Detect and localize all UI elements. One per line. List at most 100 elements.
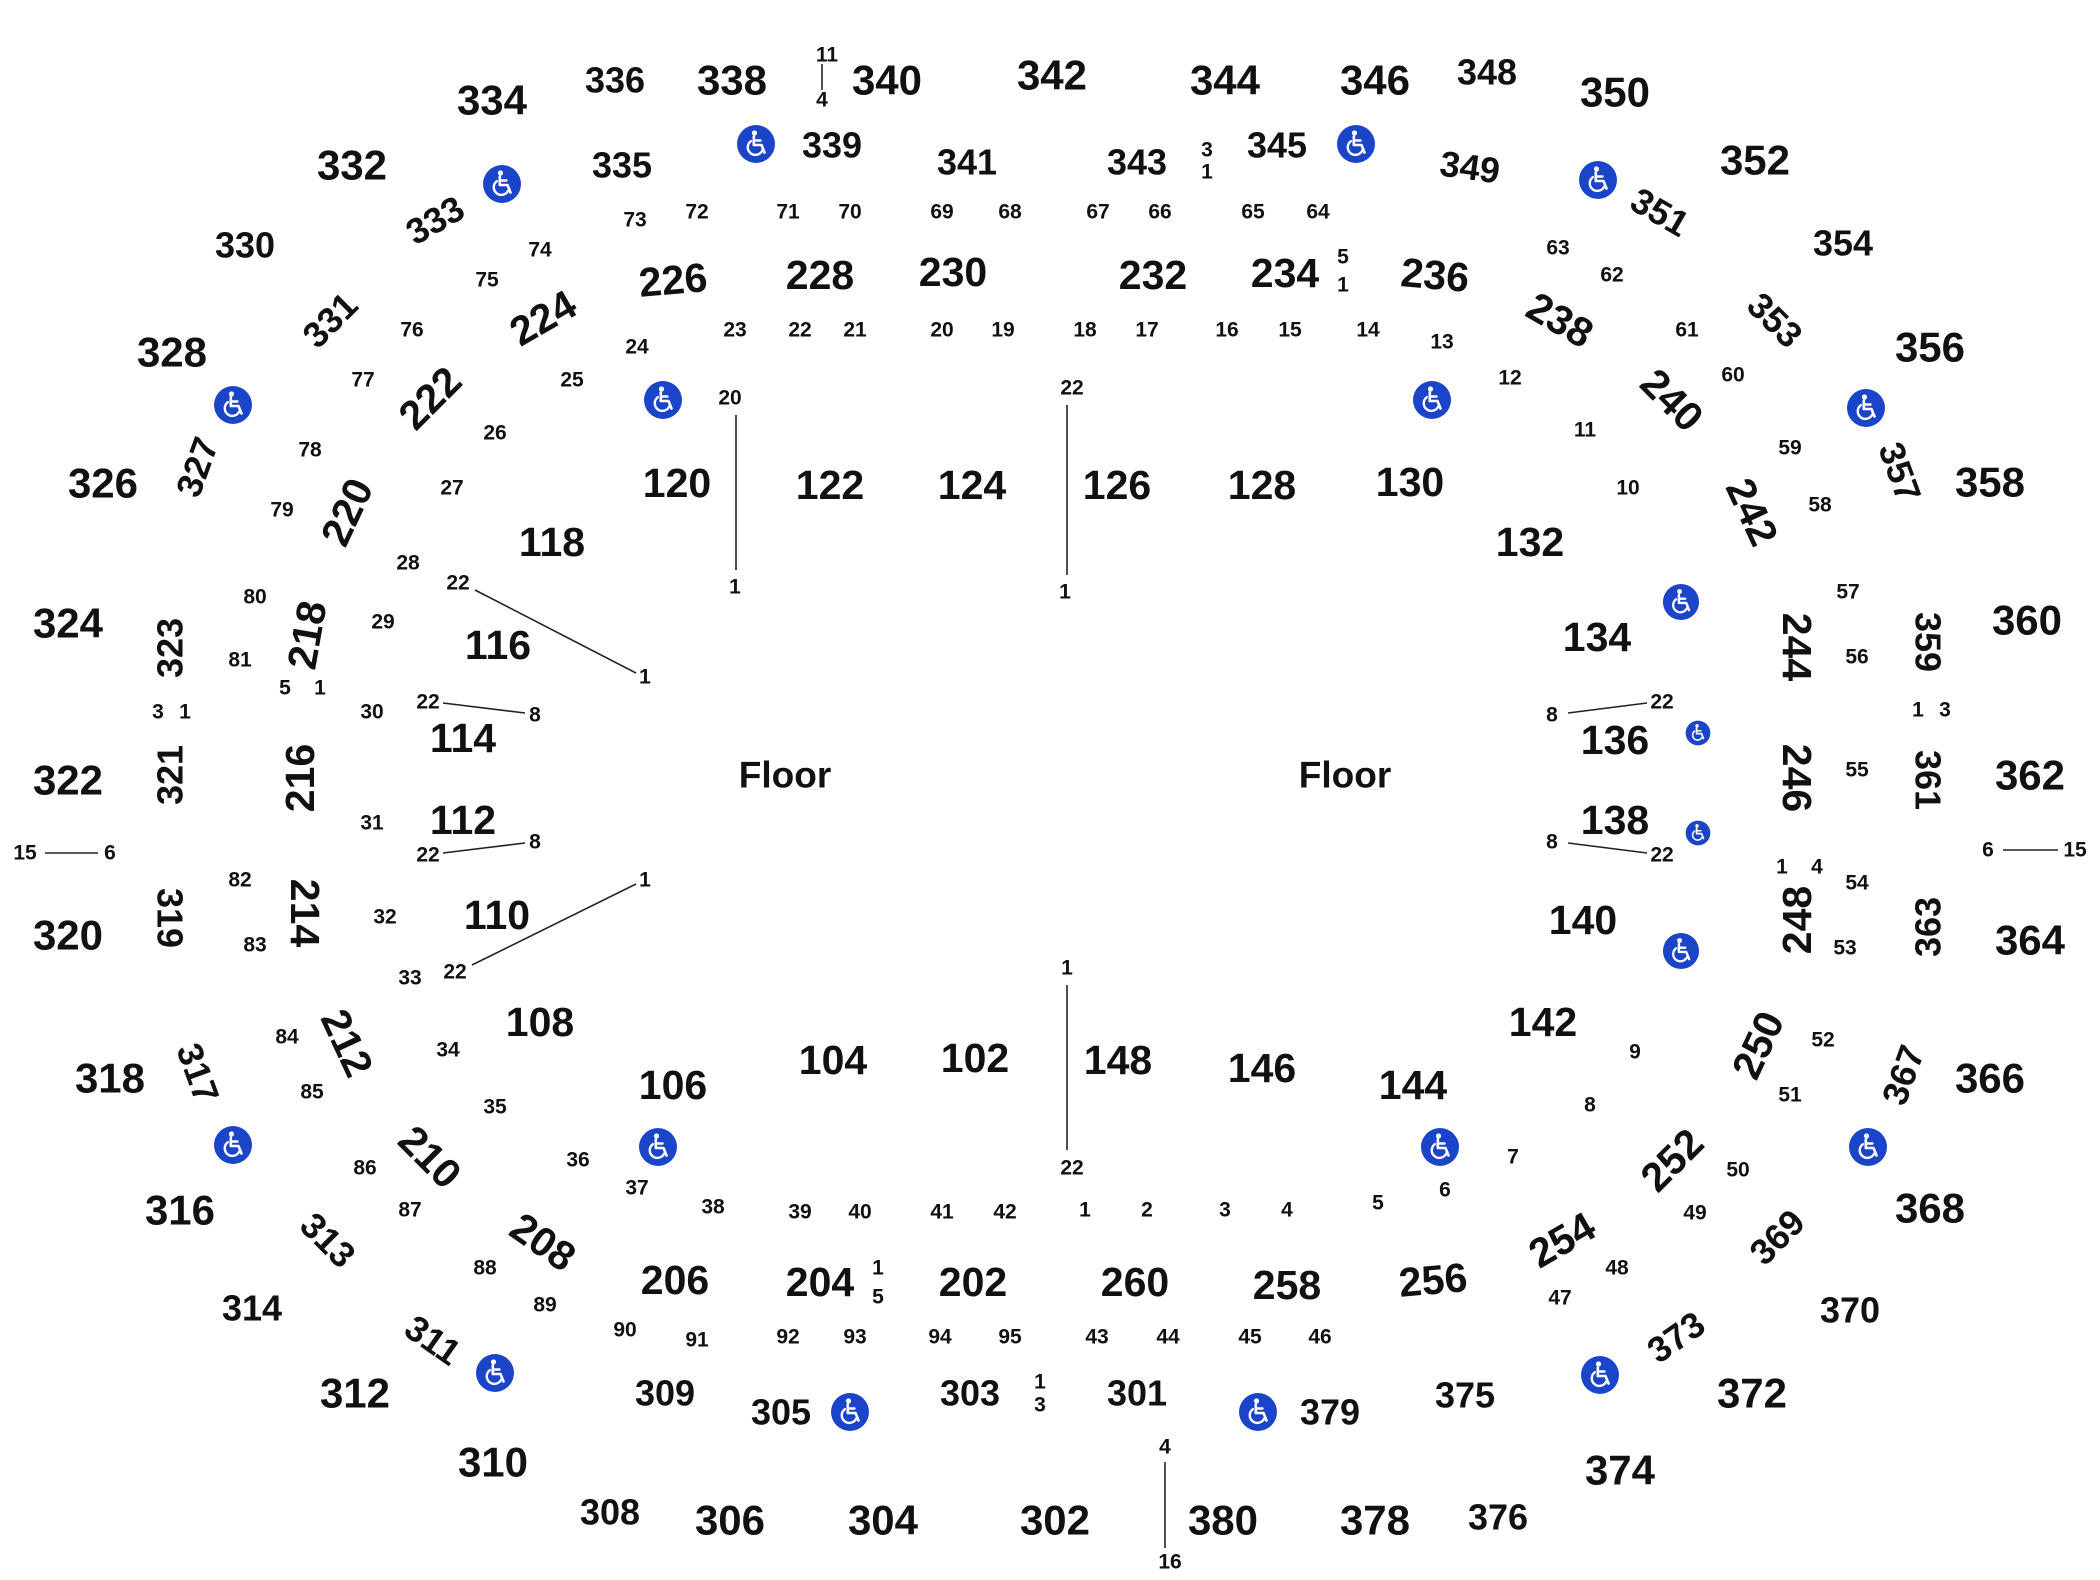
section-333[interactable]: 333: [399, 187, 472, 253]
section-246[interactable]: 246: [1774, 744, 1820, 812]
section-250[interactable]: 250: [1723, 1004, 1794, 1085]
section-363[interactable]: 363: [1908, 897, 1949, 957]
section-342[interactable]: 342: [1017, 52, 1087, 99]
section-358[interactable]: 358: [1955, 459, 2025, 506]
section-252[interactable]: 252: [1632, 1120, 1713, 1201]
section-138[interactable]: 138: [1581, 797, 1649, 843]
section-336[interactable]: 336: [585, 60, 645, 101]
section-124[interactable]: 124: [938, 462, 1007, 508]
section-302[interactable]: 302: [1020, 1497, 1090, 1544]
section-326[interactable]: 326: [68, 460, 138, 507]
section-128[interactable]: 128: [1228, 462, 1296, 508]
section-370[interactable]: 370: [1820, 1290, 1880, 1331]
section-216[interactable]: 216: [277, 744, 323, 812]
section-364[interactable]: 364: [1995, 917, 2066, 964]
section-220[interactable]: 220: [312, 471, 383, 552]
section-202[interactable]: 202: [939, 1259, 1007, 1305]
section-301[interactable]: 301: [1107, 1373, 1167, 1414]
section-379[interactable]: 379: [1300, 1392, 1360, 1433]
section-146[interactable]: 146: [1228, 1045, 1296, 1091]
section-335[interactable]: 335: [592, 145, 652, 186]
section-114[interactable]: 114: [430, 715, 496, 761]
section-228[interactable]: 228: [786, 252, 854, 298]
section-210[interactable]: 210: [390, 1117, 471, 1198]
section-359[interactable]: 359: [1908, 612, 1949, 672]
section-236[interactable]: 236: [1399, 249, 1471, 301]
section-341[interactable]: 341: [937, 142, 997, 183]
section-132[interactable]: 132: [1496, 519, 1564, 565]
section-212[interactable]: 212: [312, 1002, 383, 1083]
section-204[interactable]: 204: [786, 1259, 855, 1305]
section-306[interactable]: 306: [695, 1497, 765, 1544]
section-373[interactable]: 373: [1640, 1303, 1713, 1371]
section-344[interactable]: 344: [1190, 57, 1261, 104]
section-214[interactable]: 214: [282, 879, 328, 948]
section-122[interactable]: 122: [796, 462, 864, 508]
section-350[interactable]: 350: [1580, 69, 1650, 116]
section-304[interactable]: 304: [848, 1497, 919, 1544]
section-305[interactable]: 305: [751, 1392, 811, 1433]
section-320[interactable]: 320: [33, 912, 103, 959]
section-208[interactable]: 208: [502, 1204, 584, 1281]
section-353[interactable]: 353: [1739, 284, 1810, 355]
section-140[interactable]: 140: [1549, 897, 1617, 943]
section-328[interactable]: 328: [137, 329, 207, 376]
section-240[interactable]: 240: [1632, 360, 1713, 441]
section-345[interactable]: 345: [1247, 125, 1307, 166]
section-118[interactable]: 118: [519, 519, 585, 565]
section-357[interactable]: 357: [1870, 437, 1929, 507]
section-230[interactable]: 230: [919, 249, 987, 295]
section-258[interactable]: 258: [1253, 1262, 1321, 1308]
section-308[interactable]: 308: [580, 1492, 640, 1533]
section-312[interactable]: 312: [320, 1370, 390, 1417]
section-348[interactable]: 348: [1457, 52, 1517, 93]
section-136[interactable]: 136: [1581, 717, 1649, 763]
section-330[interactable]: 330: [215, 225, 275, 266]
section-248[interactable]: 248: [1774, 886, 1820, 954]
section-244[interactable]: 244: [1774, 613, 1820, 682]
section-323[interactable]: 323: [150, 618, 191, 678]
section-254[interactable]: 254: [1521, 1203, 1603, 1277]
section-112[interactable]: 112: [430, 797, 496, 843]
section-256[interactable]: 256: [1397, 1254, 1469, 1306]
section-206[interactable]: 206: [641, 1257, 709, 1303]
section-362[interactable]: 362: [1995, 752, 2065, 799]
section-322[interactable]: 322: [33, 757, 103, 804]
section-144[interactable]: 144: [1379, 1062, 1448, 1108]
section-116[interactable]: 116: [465, 622, 531, 668]
section-376[interactable]: 376: [1468, 1497, 1528, 1538]
section-339[interactable]: 339: [802, 125, 862, 166]
section-102[interactable]: 102: [941, 1035, 1009, 1081]
section-340[interactable]: 340: [852, 57, 922, 104]
section-352[interactable]: 352: [1720, 137, 1790, 184]
section-110[interactable]: 110: [464, 892, 530, 938]
section-148[interactable]: 148: [1084, 1037, 1152, 1083]
section-309[interactable]: 309: [635, 1373, 695, 1414]
section-360[interactable]: 360: [1992, 597, 2062, 644]
section-369[interactable]: 369: [1741, 1201, 1812, 1272]
section-108[interactable]: 108: [506, 999, 574, 1045]
section-120[interactable]: 120: [643, 460, 711, 506]
section-316[interactable]: 316: [145, 1187, 215, 1234]
section-380[interactable]: 380: [1188, 1497, 1258, 1544]
section-232[interactable]: 232: [1119, 252, 1187, 298]
section-318[interactable]: 318: [75, 1055, 145, 1102]
section-332[interactable]: 332: [317, 142, 387, 189]
section-317[interactable]: 317: [168, 1038, 227, 1108]
section-343[interactable]: 343: [1107, 142, 1167, 183]
section-327[interactable]: 327: [167, 432, 226, 502]
section-218[interactable]: 218: [278, 597, 335, 672]
section-372[interactable]: 372: [1717, 1370, 1787, 1417]
section-361[interactable]: 361: [1908, 750, 1949, 810]
section-234[interactable]: 234: [1251, 250, 1320, 296]
section-349[interactable]: 349: [1437, 143, 1502, 192]
section-242[interactable]: 242: [1717, 471, 1788, 552]
section-142[interactable]: 142: [1509, 999, 1577, 1045]
section-238[interactable]: 238: [1519, 283, 1601, 357]
section-351[interactable]: 351: [1624, 179, 1697, 245]
section-374[interactable]: 374: [1585, 1447, 1656, 1494]
section-346[interactable]: 346: [1340, 57, 1410, 104]
section-366[interactable]: 366: [1955, 1055, 2025, 1102]
section-319[interactable]: 319: [150, 888, 191, 948]
section-354[interactable]: 354: [1813, 223, 1873, 264]
